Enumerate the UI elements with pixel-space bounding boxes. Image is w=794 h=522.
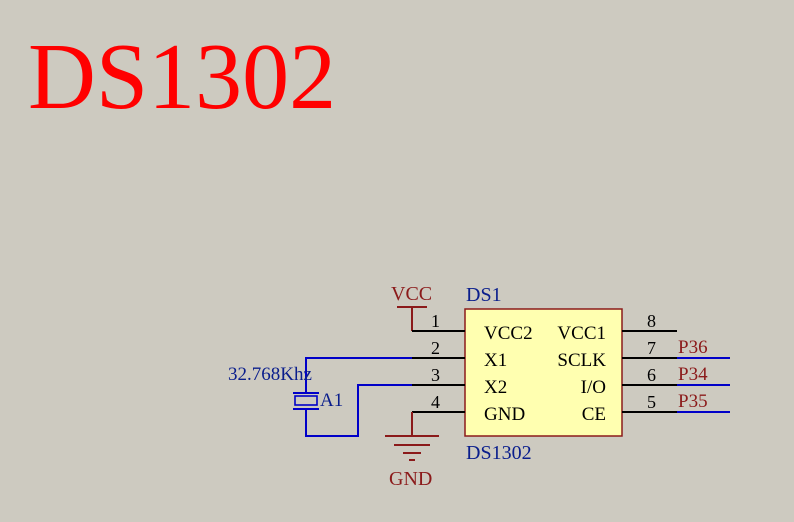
pin-name: GND	[484, 404, 525, 425]
pin-number: 6	[647, 365, 656, 385]
crystal-value: 32.768Khz	[228, 364, 312, 385]
crystal-body	[294, 395, 318, 406]
right-pin-6: 6 I/O	[581, 365, 677, 398]
net-p34: P34	[677, 364, 730, 386]
crystal-designator: A1	[320, 390, 343, 411]
schematic-title: DS1302	[28, 25, 336, 129]
net-label: P34	[678, 364, 708, 385]
left-pin-1: 1 VCC2	[412, 311, 533, 344]
pin-number: 7	[647, 338, 656, 358]
ds1302-ic: DS1 DS1302 1 VCC2 2 X1 3 X2 4 GND 8 VCC	[412, 284, 677, 464]
pin-name: VCC1	[557, 323, 606, 344]
pin-number: 8	[647, 311, 656, 331]
pin-number: 4	[431, 392, 440, 412]
crystal-a1: 32.768Khz A1	[228, 364, 343, 411]
ic-body	[464, 308, 623, 437]
gnd-label: GND	[389, 468, 432, 490]
ic-designator: DS1	[466, 284, 502, 306]
pin-name: SCLK	[557, 350, 606, 371]
pin-number: 2	[431, 338, 440, 358]
pin-name: X1	[484, 350, 507, 371]
pin-name: CE	[582, 404, 606, 425]
crystal-wiring	[305, 357, 412, 437]
net-p35: P35	[677, 391, 730, 413]
left-pin-2: 2 X1	[412, 338, 507, 371]
pin-number: 3	[431, 365, 440, 385]
x1-wire	[305, 357, 412, 393]
left-pin-3: 3 X2	[412, 365, 507, 398]
pin-name: X2	[484, 377, 507, 398]
gnd-power-port: GND	[385, 412, 439, 490]
ic-part-name: DS1302	[466, 442, 532, 464]
right-pin-5: 5 CE	[582, 392, 677, 425]
vcc-label: VCC	[391, 283, 432, 305]
pin-number: 1	[431, 311, 440, 331]
net-label: P36	[678, 337, 708, 358]
net-p36: P36	[677, 337, 730, 359]
pin-number: 5	[647, 392, 656, 412]
right-pin-7: 7 SCLK	[557, 338, 677, 371]
vcc-power-port: VCC	[391, 283, 432, 331]
x2-wire	[305, 384, 412, 437]
pin-name: VCC2	[484, 323, 533, 344]
right-pin-8: 8 VCC1	[557, 311, 677, 344]
net-label: P35	[678, 391, 708, 412]
left-pin-4: 4 GND	[412, 392, 525, 425]
pin-name: I/O	[581, 377, 606, 398]
